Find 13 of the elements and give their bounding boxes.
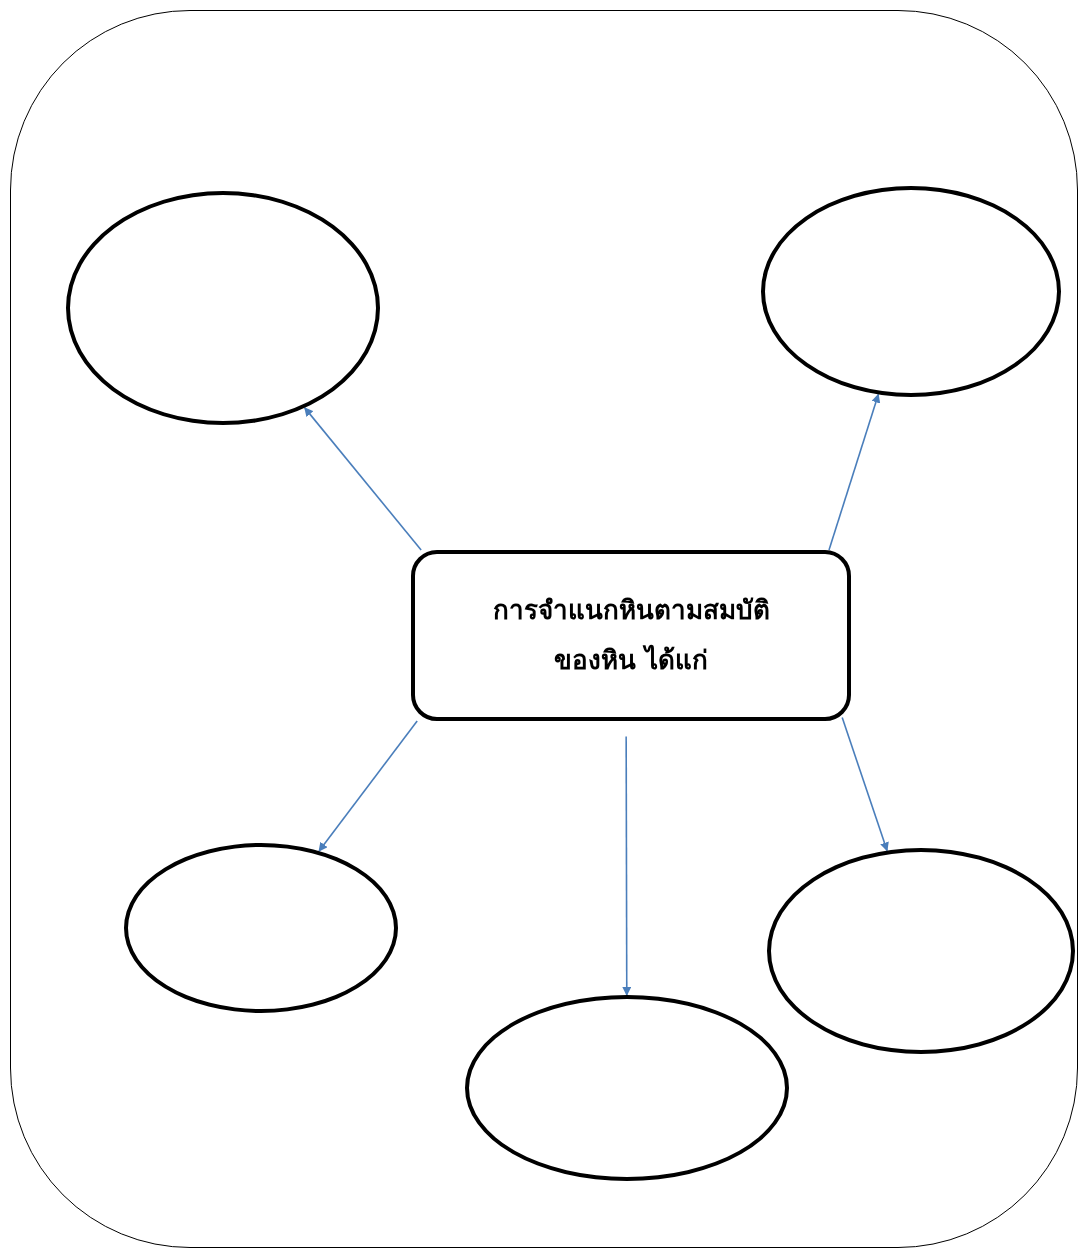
empty-ellipse [465,995,789,1181]
topic-box [411,550,851,721]
empty-ellipse [124,843,398,1013]
arrow [841,716,889,852]
frame-box [10,10,1078,1248]
empty-ellipse [66,191,380,425]
topic-text: การจำแนกหินตามสมบัติของหิน ได้แก่ [491,594,771,677]
arrow [303,407,422,551]
empty-ellipse [761,186,1061,397]
arrow [828,393,881,551]
empty-ellipse [767,848,1075,1054]
arrow [318,720,418,852]
arrow [622,735,632,996]
